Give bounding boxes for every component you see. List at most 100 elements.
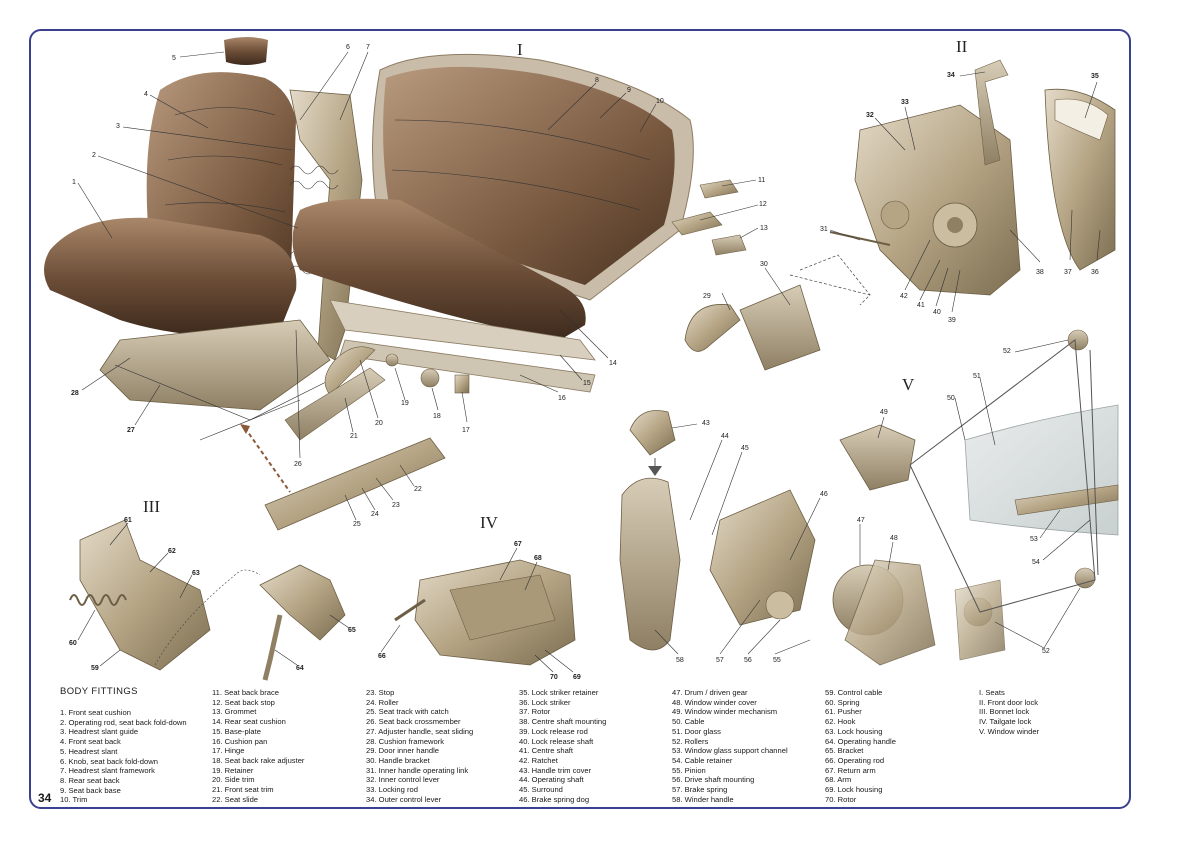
callout-58: 58 bbox=[676, 657, 684, 664]
callout-59: 59 bbox=[91, 665, 99, 672]
cushion-pan-rear bbox=[339, 339, 596, 393]
callout-57: 57 bbox=[716, 657, 724, 664]
lock-housing bbox=[854, 104, 1021, 296]
callout-54: 54 bbox=[1032, 559, 1040, 566]
legend-item: 53. Window glass support channel bbox=[672, 746, 788, 756]
callout-2: 2 bbox=[92, 152, 96, 159]
legend-item: 18. Seat back rake adjuster bbox=[212, 755, 305, 765]
callout-numbers: 5 4 3 2 1 6 7 8 9 10 11 12 13 14 15 16 1… bbox=[69, 44, 1099, 681]
legend-item: 13. Grommet bbox=[212, 707, 257, 717]
callout-39: 39 bbox=[948, 317, 956, 324]
legend-item: 28. Cushion framework bbox=[366, 736, 445, 746]
legend-item: 70. Rotor bbox=[825, 794, 857, 804]
legend-item: 57. Brake spring bbox=[672, 785, 728, 795]
tailgate-lock-illustration bbox=[394, 559, 576, 666]
callout-52-bottom: 52 bbox=[1042, 648, 1050, 655]
legend-item: I. Seats bbox=[979, 688, 1005, 697]
callout-3: 3 bbox=[116, 123, 120, 130]
legend-item: 38. Centre shaft mounting bbox=[519, 717, 607, 727]
legend-item: 25. Seat track with catch bbox=[366, 707, 449, 717]
legend-item: 45. Surround bbox=[519, 785, 563, 795]
callout-38: 38 bbox=[1036, 269, 1044, 276]
callout-47: 47 bbox=[857, 517, 865, 524]
callout-9: 9 bbox=[627, 87, 631, 94]
callout-11: 11 bbox=[758, 177, 765, 184]
legend-item: 51. Door glass bbox=[672, 726, 721, 736]
seats-illustration bbox=[44, 37, 747, 531]
callout-7: 7 bbox=[366, 44, 370, 51]
legend-item: 4. Front seat back bbox=[60, 737, 121, 747]
callout-30: 30 bbox=[760, 261, 768, 268]
front-seat-cushion bbox=[44, 217, 297, 336]
callout-64: 64 bbox=[296, 665, 304, 672]
legend-item: 50. Cable bbox=[672, 717, 705, 727]
legend-item: 56. Drive shaft mounting bbox=[672, 775, 755, 785]
callout-56: 56 bbox=[744, 657, 752, 664]
legend-item: 36. Lock striker bbox=[519, 697, 571, 707]
callout-16: 16 bbox=[558, 395, 566, 402]
section-label-v: V bbox=[902, 375, 915, 394]
legend-item: 30. Handle bracket bbox=[366, 755, 430, 765]
door-lock-illustration bbox=[684, 59, 1116, 371]
callout-1: 1 bbox=[72, 179, 76, 186]
headrest bbox=[224, 37, 268, 65]
legend-item: 17. Hinge bbox=[212, 746, 245, 756]
callout-50: 50 bbox=[947, 395, 955, 402]
legend-item: 5. Headrest slant bbox=[60, 746, 118, 756]
legend-item: 67. Return arm bbox=[825, 765, 876, 775]
section-label-ii: II bbox=[956, 37, 968, 56]
legend-item: 61. Pusher bbox=[825, 707, 862, 717]
legend-item: III. Bonnet lock bbox=[979, 707, 1030, 717]
callout-13: 13 bbox=[760, 225, 768, 232]
legend-item: 22. Seat slide bbox=[212, 794, 259, 804]
legend-item: 12. Seat back stop bbox=[212, 697, 275, 707]
legend-item: 47. Drum / driven gear bbox=[672, 688, 748, 697]
legend-item: 35. Lock striker retainer bbox=[519, 688, 599, 697]
legend-item: 55. Pinion bbox=[672, 765, 706, 775]
legend-item: 27. Adjuster handle, seat sliding bbox=[366, 726, 474, 736]
legend-item: 63. Lock housing bbox=[825, 726, 883, 736]
callout-60: 60 bbox=[69, 640, 77, 647]
callout-51: 51 bbox=[973, 373, 981, 380]
legend-item: 33. Locking rod bbox=[366, 785, 418, 795]
legend-item: 54. Cable retainer bbox=[672, 755, 733, 765]
callout-63: 63 bbox=[192, 570, 200, 577]
legend-item: 69. Lock housing bbox=[825, 785, 883, 795]
callout-29: 29 bbox=[703, 293, 711, 300]
window-winder-illustration bbox=[619, 329, 1119, 666]
callout-8: 8 bbox=[595, 77, 599, 84]
section-label-iv: IV bbox=[480, 513, 499, 532]
legend-item: 9. Seat back base bbox=[60, 785, 121, 795]
callout-31: 31 bbox=[820, 226, 828, 233]
legend-item: 52. Rollers bbox=[672, 736, 709, 746]
legend-item: 66. Operating rod bbox=[825, 755, 885, 765]
callout-6: 6 bbox=[346, 44, 350, 51]
legend-item: 6. Knob, seat back fold-down bbox=[60, 756, 158, 766]
callout-67: 67 bbox=[514, 541, 522, 548]
legend-item: II. Front door lock bbox=[979, 697, 1039, 707]
callout-40: 40 bbox=[933, 309, 941, 316]
legend-item: 34. Outer control lever bbox=[366, 794, 442, 804]
callout-55: 55 bbox=[773, 657, 781, 664]
callout-61: 61 bbox=[124, 517, 132, 524]
callout-32: 32 bbox=[866, 112, 874, 119]
callout-24: 24 bbox=[371, 511, 379, 518]
bonnet-lock-illustration bbox=[69, 519, 346, 681]
legend-item: 8. Rear seat back bbox=[60, 775, 120, 785]
callout-22: 22 bbox=[414, 486, 422, 493]
callout-37: 37 bbox=[1064, 269, 1072, 276]
callout-46: 46 bbox=[820, 491, 828, 498]
callout-49: 49 bbox=[880, 409, 888, 416]
legend-item: 59. Control cable bbox=[825, 688, 883, 697]
legend-item: 44. Operating shaft bbox=[519, 775, 584, 785]
legend-item: 31. Inner handle operating link bbox=[366, 765, 469, 775]
legend-item: 58. Winder handle bbox=[672, 794, 734, 804]
callout-41: 41 bbox=[917, 302, 925, 309]
legend-item: 46. Brake spring dog bbox=[519, 794, 590, 804]
legend-item: 15. Base-plate bbox=[212, 726, 261, 736]
legend-item: 60. Spring bbox=[825, 697, 860, 707]
callout-62: 62 bbox=[168, 548, 176, 555]
